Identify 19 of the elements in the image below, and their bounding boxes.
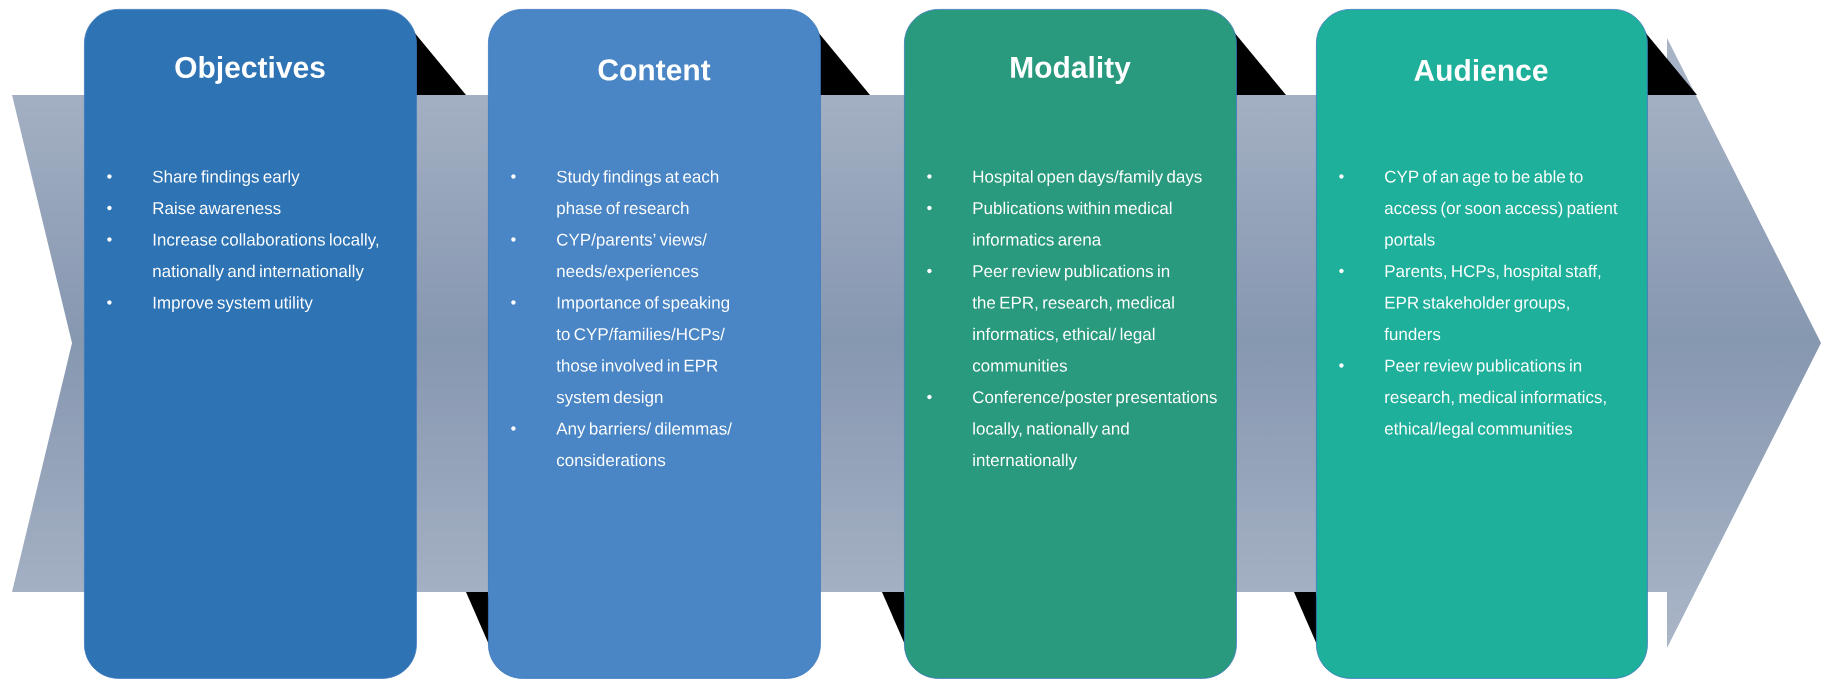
bullet-text: Increase collaborations locally, nationally and internationally (153, 233, 379, 281)
bullet-text: Peer review publications in research, medical informatics, ethical/legal communities (1384, 359, 1606, 439)
bullet-text: Importance of speaking to CYP/families/HCPs/ those involved in EPR system design (556, 296, 730, 407)
bullet-text: Hospital open days/family days (973, 170, 1202, 187)
bullet-text: Conference/poster presentations locally, nationally and internationally (973, 390, 1217, 470)
bullet-text: Raise awareness (153, 201, 281, 215)
bullet-text: CYP/parents’ views/ needs/experiences (557, 233, 707, 281)
card: Modality Hospital open days/family days Publications within medical informatics arena Peer review publications in the EPR, research, medical informatics, ethical/ legal communities Conference/poster presentations locally, nationally and internationally (904, 9, 1237, 679)
bullet-text: Parents, HCPs, hospital staff, EPR stakeholder groups, funders (1384, 264, 1601, 341)
bullet-text: CYP of an age to be able to access (or soon access) patient portals (1384, 170, 1618, 250)
card: Content Study findings at each phase of research CYP/parents’ views/ needs/experiences Importance of speaking to CYP/families/HCPs/ those involved in EPR system design Any barriers/ dilemmas/ considerations (488, 9, 821, 679)
bullet-text: Peer review publications in the EPR, research, medical informatics, ethical/ legal communities (972, 264, 1174, 372)
bullet-text: Any barriers/ dilemmas/ considerations (556, 422, 732, 467)
bullet-text: Study findings at each phase of research (557, 170, 719, 218)
card: Audience CYP of an age to be able to access (or soon access) patient portals Parents, HCPs, hospital staff, EPR stakeholder groups, funders Peer review publications in research, medical informatics, ethical/legal communities (1316, 9, 1648, 679)
bullet-text: Improve system utility (153, 296, 313, 313)
bullet-text: Share findings early (153, 170, 300, 187)
card: Objectives Share findings early Raise awareness Increase collaborations locally, nationally and internationally Improve system utility (84, 9, 417, 679)
bullet-text: Publications within medical informatics arena (973, 201, 1172, 246)
